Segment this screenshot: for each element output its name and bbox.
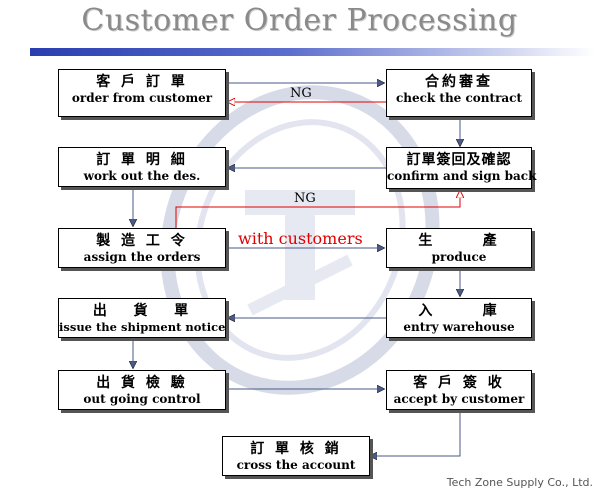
step-order-from-customer: 客 戶 訂 單 order from customer — [58, 69, 226, 117]
step-label-en: assign the orders — [83, 250, 201, 264]
step-label-zh: 合約審查 — [425, 74, 493, 90]
ng-label-confirm: NG — [294, 191, 316, 206]
step-check-contract: 合約審查 check the contract — [386, 69, 532, 117]
arrow-ng-to-confirm — [175, 191, 460, 228]
company-footer: Tech Zone Supply Co., Ltd. — [446, 476, 593, 489]
step-label-en: issue the shipment notice — [59, 320, 226, 334]
step-assign-orders: 製 造 工 令 assign the orders — [58, 228, 226, 268]
step-label-zh: 客 戶 簽 收 — [413, 375, 505, 391]
with-customers-label: with customers — [238, 229, 363, 248]
step-entry-warehouse: 入 庫 entry warehouse — [386, 298, 532, 338]
arrow-accept-to-cross — [370, 410, 461, 456]
ng-label-contract: NG — [290, 86, 312, 101]
step-label-zh: 客 戶 訂 單 — [96, 74, 188, 90]
step-label-en: accept by customer — [393, 392, 525, 406]
step-label-en: entry warehouse — [403, 320, 515, 334]
step-label-zh: 入 庫 — [418, 303, 500, 319]
step-label-en: check the contract — [395, 91, 523, 105]
step-cross-account: 訂 單 核 銷 cross the account — [222, 436, 370, 476]
step-label-zh: 製 造 工 令 — [96, 233, 188, 249]
step-label-en: out going control — [83, 392, 201, 406]
step-label-zh: 出 貨 單 — [92, 303, 192, 319]
step-out-going-control: 出 貨 檢 驗 out going control — [58, 370, 226, 410]
title-underline-bar — [30, 48, 595, 56]
step-label-en: order from customer — [71, 91, 213, 105]
step-label-en: cross the account — [236, 458, 356, 472]
step-label-zh: 訂 單 明 細 — [96, 152, 188, 168]
step-label-en: work out the des. — [83, 169, 201, 183]
step-label-zh: 出 貨 檢 驗 — [96, 375, 188, 391]
step-confirm-sign-back: 訂單簽回及確認 confirm and sign back — [386, 147, 537, 189]
step-label-zh: 訂單簽回及確認 — [406, 152, 512, 168]
step-work-out-details: 訂 單 明 細 work out the des. — [58, 147, 226, 187]
step-accept-by-customer: 客 戶 簽 收 accept by customer — [386, 370, 532, 410]
step-produce: 生 產 produce — [386, 228, 532, 268]
step-issue-shipment-notice: 出 貨 單 issue the shipment notice — [58, 298, 226, 338]
page-title: Customer Order Processing — [81, 3, 518, 38]
step-label-zh: 訂 單 核 銷 — [250, 441, 342, 457]
step-label-en: confirm and sign back — [387, 169, 537, 183]
step-label-zh: 生 產 — [418, 233, 500, 249]
step-label-en: produce — [431, 250, 487, 264]
